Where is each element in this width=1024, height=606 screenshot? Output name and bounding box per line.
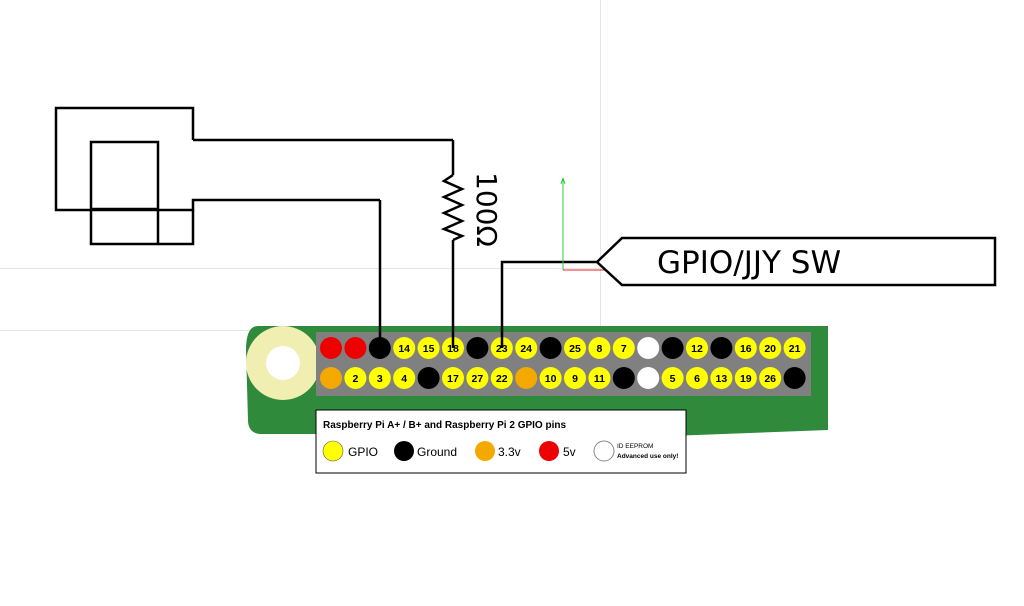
- antenna-stub: [158, 210, 195, 246]
- gpio-pin-label: 17: [447, 373, 459, 385]
- resistor-label: 100Ω: [470, 172, 503, 247]
- gpio-pin-eeprom: [637, 367, 660, 389]
- gpio-pin-label: 3: [377, 373, 383, 385]
- legend-3v3-label: 3.3v: [498, 445, 521, 459]
- gpio-pin-gpio: [759, 337, 782, 359]
- legend-5v-label: 5v: [563, 445, 576, 459]
- gpio-pin-gpio: [564, 337, 586, 359]
- gpio-pin-label: 11: [594, 373, 605, 385]
- gpio-legend: Raspberry Pi A+ / B+ and Raspberry Pi 2 …: [315, 409, 687, 474]
- gpio-header: [316, 332, 811, 396]
- gpio-pin-5v: [344, 337, 367, 359]
- gpio-pin-label: 24: [520, 343, 532, 355]
- gpio-pin-gpio: [612, 337, 635, 359]
- gpio-pin-label: 25: [569, 343, 581, 355]
- legend-gpio-label: GPIO: [348, 445, 378, 459]
- gpio-pin-ground: [539, 337, 562, 359]
- gpio-pin-gpio: [417, 337, 440, 359]
- wires: [378, 140, 597, 348]
- gpio-pin-label: 12: [691, 343, 703, 355]
- gpio-pin-gpio: [393, 337, 416, 359]
- legend-ground-label: Ground: [417, 445, 457, 459]
- gpio-pin-ground: [710, 337, 733, 359]
- gpio-pin-label: 7: [621, 343, 627, 355]
- gpio-pin-gpio: [490, 367, 513, 389]
- legend-box: [315, 409, 687, 474]
- gpio-pin-label: 15: [423, 343, 435, 355]
- gpio-pin-eeprom: [637, 337, 660, 359]
- gpio-pin-label: 4: [401, 373, 407, 385]
- gpio-pin-label: 10: [545, 373, 557, 385]
- axis-y-arrow: [560, 177, 566, 185]
- gpio-pin-label: 6: [694, 373, 700, 385]
- gpio-pin-gpio: [734, 337, 757, 359]
- legend-eeprom-swatch: [593, 440, 615, 462]
- gpio-pin-gpio: [710, 367, 733, 389]
- gpio-pin-gpio: [539, 367, 562, 389]
- gpio-pin-gpio: [393, 367, 416, 389]
- gpio-pin-label: 27: [472, 373, 484, 385]
- gpio-pins-bottom-row: 2 3 4 17 27 22 10 9 11 5 6 13 19 26: [320, 367, 806, 389]
- gpio-pin-gpio: [466, 367, 489, 389]
- legend-gpio-swatch: [322, 440, 344, 462]
- gpio-pin-label: 18: [447, 343, 459, 355]
- resistor-zigzag: [440, 173, 466, 242]
- antenna-overlap-square: [89, 209, 160, 246]
- gpio-pin-label: 2: [352, 373, 358, 385]
- gpio-pin-label: 5: [670, 373, 676, 385]
- gpio-pin-ground: [612, 367, 635, 389]
- gpio-pin-gpio: [442, 367, 464, 389]
- gpio-pin-gpio: [515, 337, 538, 359]
- legend-5v-swatch: [539, 441, 559, 461]
- antenna-outer-loop: [54, 106, 380, 212]
- gpio-pin-label: 8: [596, 343, 602, 355]
- antenna-inner-square: [89, 140, 160, 211]
- legend-ground-swatch: [394, 441, 414, 461]
- mounting-hole-center: [266, 346, 300, 380]
- gpio-pin-label: 19: [740, 373, 752, 385]
- gpio-pin-ground: [661, 337, 684, 359]
- gpio-pin-gpio: [783, 337, 806, 359]
- gpio-pin-gpio: [368, 367, 391, 389]
- gpio-pin-ground: [466, 337, 489, 359]
- signal-label: GPIO/JJY SW: [657, 245, 841, 281]
- gpio-pin-gpio: [686, 337, 708, 359]
- gpio-pin-gpio: [686, 367, 708, 389]
- legend-eeprom-line2: Advanced use only!: [617, 453, 678, 460]
- gpio-pin-3v3: [515, 367, 538, 389]
- gpio-pin-label: 26: [764, 373, 776, 385]
- gpio-pin-gpio: [759, 367, 782, 389]
- signal-flag-outline: [595, 236, 997, 287]
- gpio-pin-label: 16: [740, 343, 752, 355]
- gpio-pin-gpio: [344, 367, 367, 389]
- gpio-pin-gpio: [564, 367, 586, 389]
- gpio-pin-gpio: [588, 337, 611, 359]
- gpio-pin-label: 9: [572, 373, 578, 385]
- legend-title: Raspberry Pi A+ / B+ and Raspberry Pi 2 …: [323, 420, 566, 431]
- gpio-pin-5v: [320, 337, 342, 359]
- gpio-pin-gpio: [734, 367, 757, 389]
- wire-gpio23: [500, 260, 597, 348]
- gpio-pin-label: 14: [398, 343, 410, 355]
- gpio-pin-gpio: [661, 367, 684, 389]
- gpio-pin-label: 21: [789, 343, 801, 355]
- gpio-pin-label: 20: [764, 343, 776, 355]
- gpio-pin-gpio: [588, 367, 611, 389]
- legend-eeprom-line1: ID EEPROM: [617, 443, 653, 450]
- antenna-loop: [54, 106, 453, 246]
- gpio-pin-label: 13: [716, 373, 728, 385]
- gpio-pin-ground: [417, 367, 440, 389]
- legend-3v3-swatch: [475, 441, 495, 461]
- signal-flag: GPIO/JJY SW: [595, 236, 997, 287]
- gpio-pin-3v3: [320, 367, 342, 389]
- gpio-pin-ground: [783, 367, 806, 389]
- gpio-pin-label: 23: [496, 343, 508, 355]
- gpio-pin-label: 22: [496, 373, 508, 385]
